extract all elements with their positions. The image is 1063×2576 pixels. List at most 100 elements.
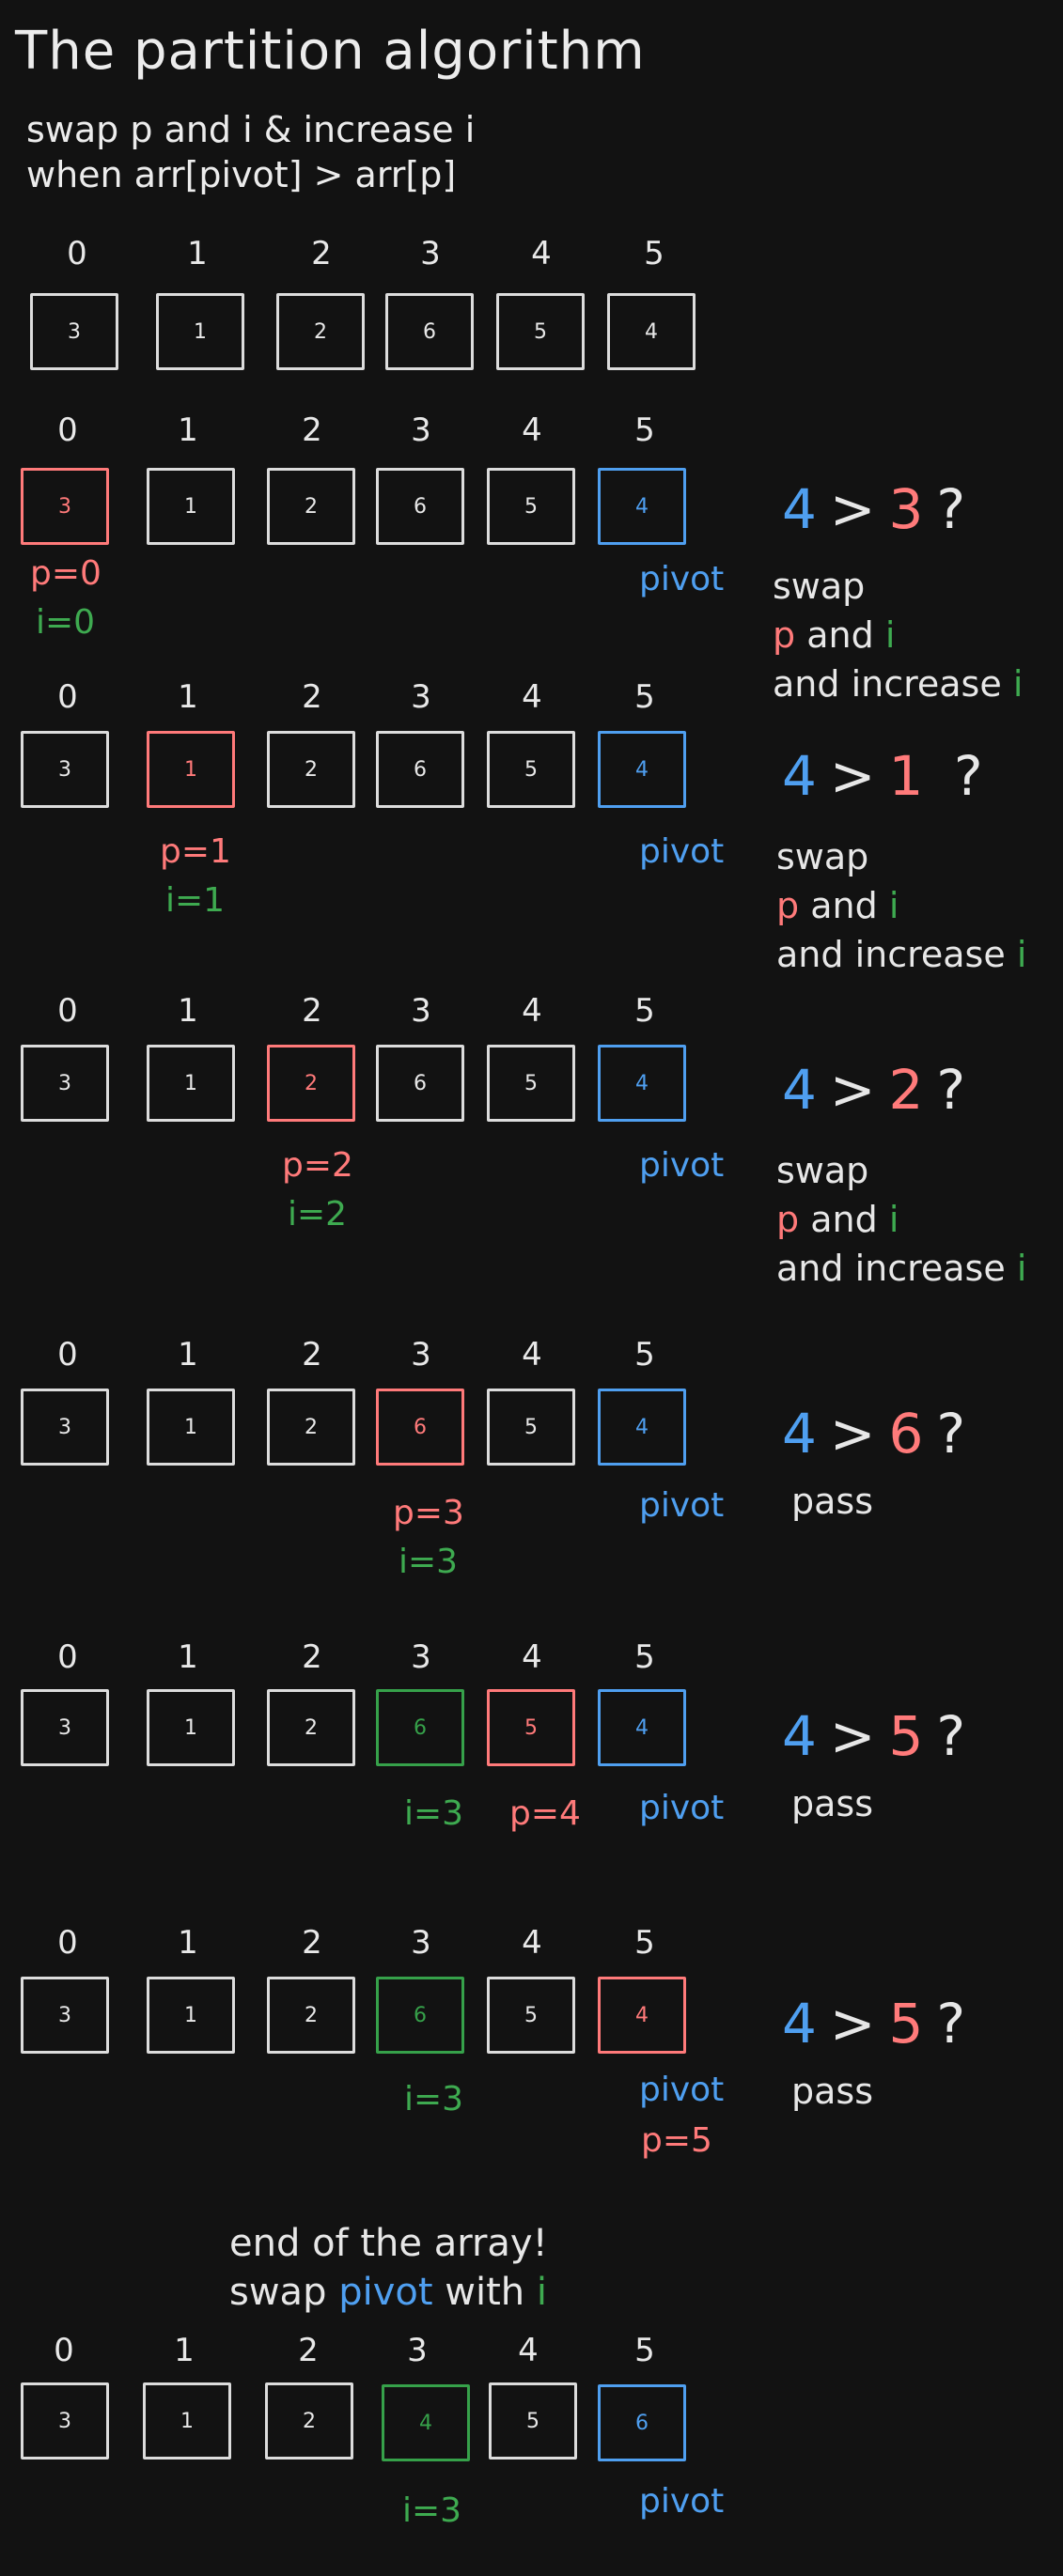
index-label: 0: [57, 411, 78, 449]
end-swap: swap: [229, 2271, 327, 2314]
cmp-left: 4: [782, 1402, 817, 1466]
index-label: 1: [178, 1638, 198, 1676]
array-cell: 1: [147, 1977, 235, 2054]
index-label: 3: [411, 411, 431, 449]
i-label: i=2: [288, 1195, 348, 1234]
index-label: 4: [522, 1336, 542, 1373]
end-note: end of the array! swap pivot with i: [229, 2219, 548, 2317]
array-cell: 6: [376, 1689, 464, 1766]
end-pivot: pivot: [338, 2271, 433, 2314]
cmp-q: ?: [936, 1704, 966, 1768]
array-cell: 1: [143, 2382, 231, 2460]
action-note: swap p and i and increase i: [773, 562, 1023, 708]
cmp-right: 2: [888, 1058, 924, 1122]
index-label: 3: [411, 992, 431, 1030]
array-cell: 4: [598, 731, 686, 808]
index-label: 2: [302, 678, 322, 716]
array-cell: 3: [30, 293, 118, 370]
array-cell: 1: [147, 1045, 235, 1122]
cmp-q: ?: [936, 1992, 966, 2056]
index-label: 5: [634, 1336, 655, 1373]
action-inc: and increase: [776, 934, 1006, 975]
action-inc: and increase: [776, 1248, 1006, 1289]
action-p: p: [776, 885, 800, 926]
array-cell: 4: [598, 1389, 686, 1466]
cmp-left: 4: [782, 1992, 817, 2056]
index-label: 5: [644, 235, 664, 272]
index-label: 4: [518, 2332, 539, 2369]
index-label: 0: [57, 1924, 78, 1962]
action-inc-i: i: [1016, 1248, 1027, 1289]
index-label: 0: [54, 2332, 74, 2369]
action-word: swap: [776, 1150, 869, 1191]
cmp-right: 3: [888, 477, 924, 541]
array-cell: 6: [376, 1045, 464, 1122]
index-label: 1: [178, 678, 198, 716]
action-i: i: [888, 885, 899, 926]
action-p: p: [776, 1199, 800, 1240]
array-cell: 6: [385, 293, 474, 370]
index-label: 0: [57, 1336, 78, 1373]
index-label: 1: [174, 2332, 195, 2369]
cmp-right: 6: [888, 1402, 924, 1466]
comparison: 4>6?: [782, 1402, 978, 1466]
array-cell: 2: [267, 468, 355, 545]
i-label: i=3: [404, 1794, 464, 1833]
pivot-label: pivot: [639, 560, 725, 598]
array-cell: 5: [487, 468, 575, 545]
index-label: 4: [522, 992, 542, 1030]
index-label: 4: [531, 235, 552, 272]
array-cell: 4: [598, 1689, 686, 1766]
cmp-q: ?: [936, 477, 966, 541]
intro-line-2: when arr[pivot] > arr[p]: [26, 154, 457, 195]
index-label: 1: [178, 1924, 198, 1962]
index-label: 5: [634, 2332, 655, 2369]
i-label: i=3: [399, 1543, 459, 1581]
i-label: i=1: [165, 881, 226, 920]
array-cell: 6: [376, 468, 464, 545]
comparison: 4>1 ?: [782, 744, 996, 808]
comparison: 4>3?: [782, 477, 978, 541]
array-cell: 4: [607, 293, 696, 370]
cmp-left: 4: [782, 1704, 817, 1768]
cmp-right: 1: [888, 744, 924, 808]
array-cell: 1: [147, 468, 235, 545]
index-label: 1: [178, 1336, 198, 1373]
comparison: 4>5?: [782, 1992, 978, 2056]
index-label: 1: [178, 992, 198, 1030]
index-label: 3: [411, 1924, 431, 1962]
p-label: p=5: [641, 2121, 712, 2160]
cmp-right: 5: [888, 1704, 924, 1768]
index-label: 2: [302, 411, 322, 449]
array-cell: 3: [21, 2382, 109, 2460]
index-label: 1: [187, 235, 208, 272]
comparison: 4>2?: [782, 1058, 978, 1122]
p-label: p=3: [393, 1494, 464, 1532]
action-word: swap: [776, 836, 869, 877]
cmp-op: >: [829, 744, 876, 808]
i-label: i=3: [404, 2080, 464, 2118]
action-word: pass: [791, 2071, 874, 2112]
cmp-q: ?: [936, 1402, 966, 1466]
cmp-op: >: [829, 477, 876, 541]
end-with: with: [445, 2271, 525, 2314]
array-cell: 2: [267, 1045, 355, 1122]
cmp-op: >: [829, 1058, 876, 1122]
array-cell: 5: [487, 1389, 575, 1466]
action-note: swap p and i and increase i: [776, 832, 1026, 979]
array-cell: 1: [147, 731, 235, 808]
array-cell: 3: [21, 1977, 109, 2054]
index-label: 5: [634, 992, 655, 1030]
index-label: 4: [522, 678, 542, 716]
array-cell: 3: [21, 731, 109, 808]
index-label: 4: [522, 1924, 542, 1962]
action-inc-i: i: [1016, 934, 1027, 975]
array-cell: 6: [376, 1389, 464, 1466]
array-cell: 3: [21, 1689, 109, 1766]
pivot-label: pivot: [639, 1146, 725, 1185]
action-note: swap p and i and increase i: [776, 1146, 1026, 1293]
end-line-1: end of the array!: [229, 2222, 548, 2265]
index-label: 3: [411, 1336, 431, 1373]
p-label: p=1: [160, 832, 231, 871]
array-cell: 3: [21, 1045, 109, 1122]
